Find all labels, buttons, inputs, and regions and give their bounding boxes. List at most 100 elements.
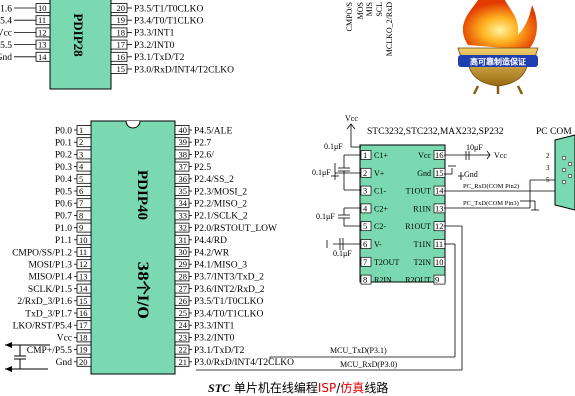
main-left-pin-label: 2/RxD_3/P1.6 bbox=[17, 297, 72, 307]
rs232-pin-label: R2OUT bbox=[405, 276, 431, 285]
rs232-pin-num: 11 bbox=[435, 239, 443, 249]
top-right-pin-num: 18 bbox=[117, 27, 126, 37]
rs232-caps bbox=[326, 154, 361, 250]
main-left-pin-8: 8 P0.7 bbox=[55, 210, 92, 222]
rs232-pin-label: C1+ bbox=[374, 151, 388, 160]
main-left-pin-label: P0.7 bbox=[55, 212, 72, 222]
main-right-pin-num: 22 bbox=[179, 345, 188, 355]
main-right-pin-num: 24 bbox=[179, 320, 188, 330]
rs232-right-power bbox=[444, 150, 491, 175]
rotated-label-1: MOS bbox=[356, 2, 365, 19]
main-left-pin-6: 6P0.5 bbox=[55, 186, 92, 197]
top-right-pin-label: P3.2/INT0 bbox=[134, 41, 175, 51]
top-left-pin-14: 14Gnd bbox=[0, 52, 51, 63]
rs232-title: STC3232,STC232,MAX232,SP232 bbox=[367, 127, 504, 137]
main-left-pin-num: 14 bbox=[79, 284, 88, 294]
reliability-badge: 高可靠制造保证 bbox=[457, 0, 539, 95]
main-left-pin-label: P0.2 bbox=[55, 151, 72, 161]
main-right-pin-num: 31 bbox=[179, 235, 188, 245]
top-right-pin-18: 18 P3.3/INT1 bbox=[110, 27, 175, 39]
rs232-pin-label: Gnd bbox=[417, 169, 431, 178]
vcc-top-symbol: Vcc bbox=[345, 114, 361, 148]
caption-suffix: 线路 bbox=[364, 380, 388, 395]
rs232-pin-num: 13 bbox=[435, 203, 444, 213]
rs232-pin-label: R1IN bbox=[413, 204, 431, 213]
main-left-pin-label: Gnd bbox=[56, 358, 73, 368]
main-left-pin-7: 7 P0.6 bbox=[55, 198, 92, 210]
main-left-pin-label: P0.0 bbox=[55, 126, 72, 136]
rs232-pin-num: 2 bbox=[363, 168, 367, 178]
main-right-pin-num: 26 bbox=[179, 296, 188, 306]
main-left-pin-num: 2 bbox=[79, 137, 83, 147]
rs232-pin-label: V+ bbox=[374, 169, 385, 178]
top-left-pin-13: 13P5.5 bbox=[0, 40, 51, 51]
main-chip-sublabel: 38个I/O bbox=[134, 261, 151, 318]
rs232-pin-num: 4 bbox=[363, 203, 368, 213]
rs232-pin-num: 9 bbox=[435, 275, 439, 285]
top-left-pin-11: 11P5.4 bbox=[0, 15, 51, 27]
cap-c1-label: 0.1μF bbox=[324, 142, 343, 151]
rs232-pin-num: 6 bbox=[363, 239, 367, 249]
caption-slash: / bbox=[336, 381, 341, 395]
main-right-pin-label: P3.4/T0/T1CLKO bbox=[194, 309, 264, 319]
main-left-pin-num: 8 bbox=[79, 210, 83, 220]
top-right-pin-num: 20 bbox=[117, 3, 126, 13]
rotated-label-4: MCLKO_2/RxD bbox=[385, 2, 394, 56]
top-right-pin-num: 17 bbox=[117, 40, 126, 50]
top-left-pin-num: 13 bbox=[38, 40, 47, 50]
main-left-pin-5: 5P0.4 bbox=[55, 174, 92, 185]
top-right-pin-label: P3.3/INT1 bbox=[134, 29, 175, 39]
main-left-pin-label: P0.5 bbox=[55, 187, 72, 197]
main-right-pin-num: 34 bbox=[179, 198, 188, 208]
top-left-pin-num: 10 bbox=[38, 3, 47, 13]
badge-text: 高可靠制造保证 bbox=[470, 57, 526, 67]
cap-c2-label: 0.1μF bbox=[312, 168, 331, 177]
mcu-rxd-label: MCU_RxD(P3.0) bbox=[340, 360, 397, 369]
main-left-pin-4: 4P0.3 bbox=[55, 162, 92, 173]
com-rxd-label: PC_RxD(COM Pin2) bbox=[463, 183, 519, 190]
main-right-pin-num: 29 bbox=[179, 259, 188, 269]
main-left-pin-label: P0.6 bbox=[55, 200, 72, 210]
main-left-pin-num: 7 bbox=[79, 198, 83, 208]
main-left-pin-label: CMP+/P5.5 bbox=[27, 346, 72, 356]
rs232-pin-num: 16 bbox=[435, 150, 444, 160]
main-left-pin-num: 16 bbox=[79, 308, 88, 318]
main-right-pin-num: 28 bbox=[179, 271, 188, 281]
main-right-pin-label: P2.1/SCLK_2 bbox=[194, 212, 248, 222]
main-right-pin-label: P3.2/INT0 bbox=[194, 334, 235, 344]
main-right-pin-num: 40 bbox=[179, 125, 188, 135]
top-left-pin-label: P1.6 bbox=[0, 4, 12, 14]
main-right-pin-label: P4.4/RD bbox=[194, 236, 227, 246]
main-right-pin-num: 30 bbox=[179, 247, 188, 257]
main-right-pin-label: P2.0/RSTOUT_LOW bbox=[194, 224, 277, 234]
main-right-pin-num: 38 bbox=[179, 149, 188, 159]
main-left-pin-num: 10 bbox=[79, 235, 88, 245]
vcc-right-label: Vcc bbox=[494, 151, 507, 160]
main-right-pin-num: 36 bbox=[179, 174, 188, 184]
main-right-pin-label: P2.6/ bbox=[194, 151, 214, 161]
rs232-pin-num: 3 bbox=[363, 186, 367, 196]
main-right-pin-31: 31 P4.4/RD bbox=[174, 235, 227, 246]
rotated-label-3: SCL bbox=[375, 2, 384, 17]
